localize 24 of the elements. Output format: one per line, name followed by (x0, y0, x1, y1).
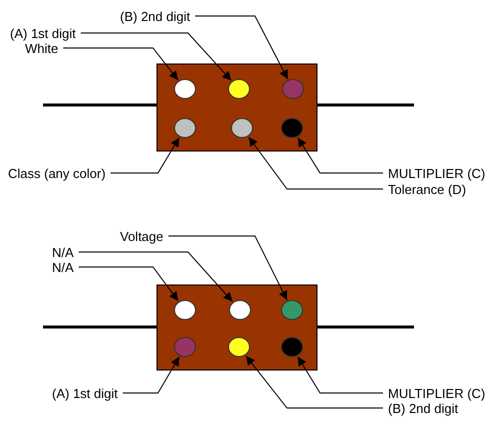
leader-line (297, 356, 384, 394)
leader-line (62, 48, 178, 81)
leader-line (80, 32, 232, 82)
part-label: MULTIPLIER (C) (388, 166, 486, 180)
leader-line (246, 355, 384, 408)
leader-line (248, 136, 384, 190)
leader-line (297, 137, 384, 174)
part-label: N/A (52, 244, 74, 260)
part-label: (B) 2nd digit (120, 8, 190, 24)
leader-line (122, 356, 180, 394)
part-label: (A) 1st digit (10, 26, 76, 40)
part-label: MULTIPLIER (C) (388, 386, 486, 400)
leader-line (168, 236, 288, 300)
part-label: White (25, 40, 58, 56)
part-label: Class (any color) (8, 166, 106, 180)
leader-line (110, 137, 180, 174)
part-label: N/A (52, 260, 74, 274)
part-label: (A) 1st digit (52, 386, 118, 400)
part-label: Voltage (120, 228, 164, 244)
part-label: Tolerance (D) (388, 182, 466, 196)
leader-line (78, 266, 179, 302)
part-label: (B) 2nd digit (388, 400, 458, 416)
leader-line (194, 16, 288, 80)
leader-line (78, 252, 233, 302)
